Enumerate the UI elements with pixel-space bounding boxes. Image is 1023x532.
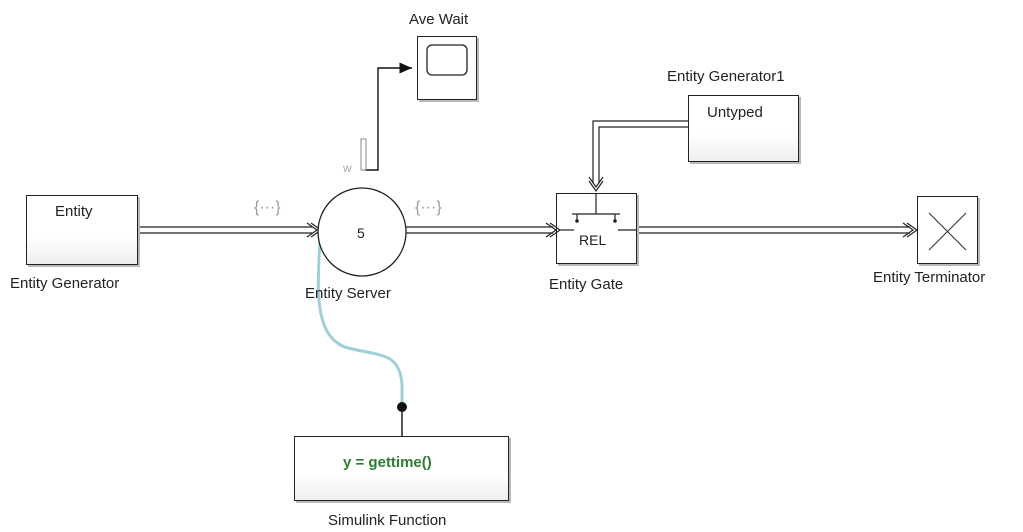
entity-gate-content: REL [579,232,607,248]
attribute-label-left[interactable]: {···} [254,199,281,216]
scope-screen-icon [426,44,468,76]
simulink-function-label: Simulink Function [328,512,447,529]
wait-port-stub [360,138,367,171]
entity-generator-block[interactable]: Entity [26,195,138,265]
entity-generator1-label: Entity Generator1 [667,68,785,85]
entity-line-gate-to-terminator[interactable] [637,222,919,238]
terminator-x-icon [928,212,967,251]
entity-terminator-label: Entity Terminator [873,269,986,286]
signal-line-wait-to-scope[interactable] [364,62,412,171]
ave-wait-scope-block[interactable] [417,36,477,100]
entity-terminator-block[interactable] [917,196,978,264]
entity-generator1-block[interactable]: Untyped [688,95,799,162]
entity-server-label: Entity Server [305,285,391,302]
simulink-function-link[interactable] [316,237,407,436]
ave-wait-label: Ave Wait [409,11,469,28]
gate-switch-icon [560,194,636,231]
entity-generator1-content: Untyped [707,104,763,121]
entity-line-generator1-to-gate[interactable] [588,120,688,193]
entity-gate-block[interactable]: REL [556,193,637,264]
entity-line-server-to-gate[interactable] [405,222,562,238]
entity-gate-label: Entity Gate [549,276,624,293]
simulink-function-signature: y = gettime() [343,454,432,471]
attribute-label-right[interactable]: {···} [415,199,442,216]
entity-server-capacity: 5 [357,225,365,241]
entity-generator-label: Entity Generator [10,275,120,292]
entity-generator-content: Entity [55,203,93,220]
entity-server-circle[interactable] [317,187,407,277]
entity-server-port-label: w [343,161,352,175]
entity-line-generator-to-server[interactable] [137,222,323,238]
simulink-function-block[interactable]: y = gettime() [294,436,509,501]
